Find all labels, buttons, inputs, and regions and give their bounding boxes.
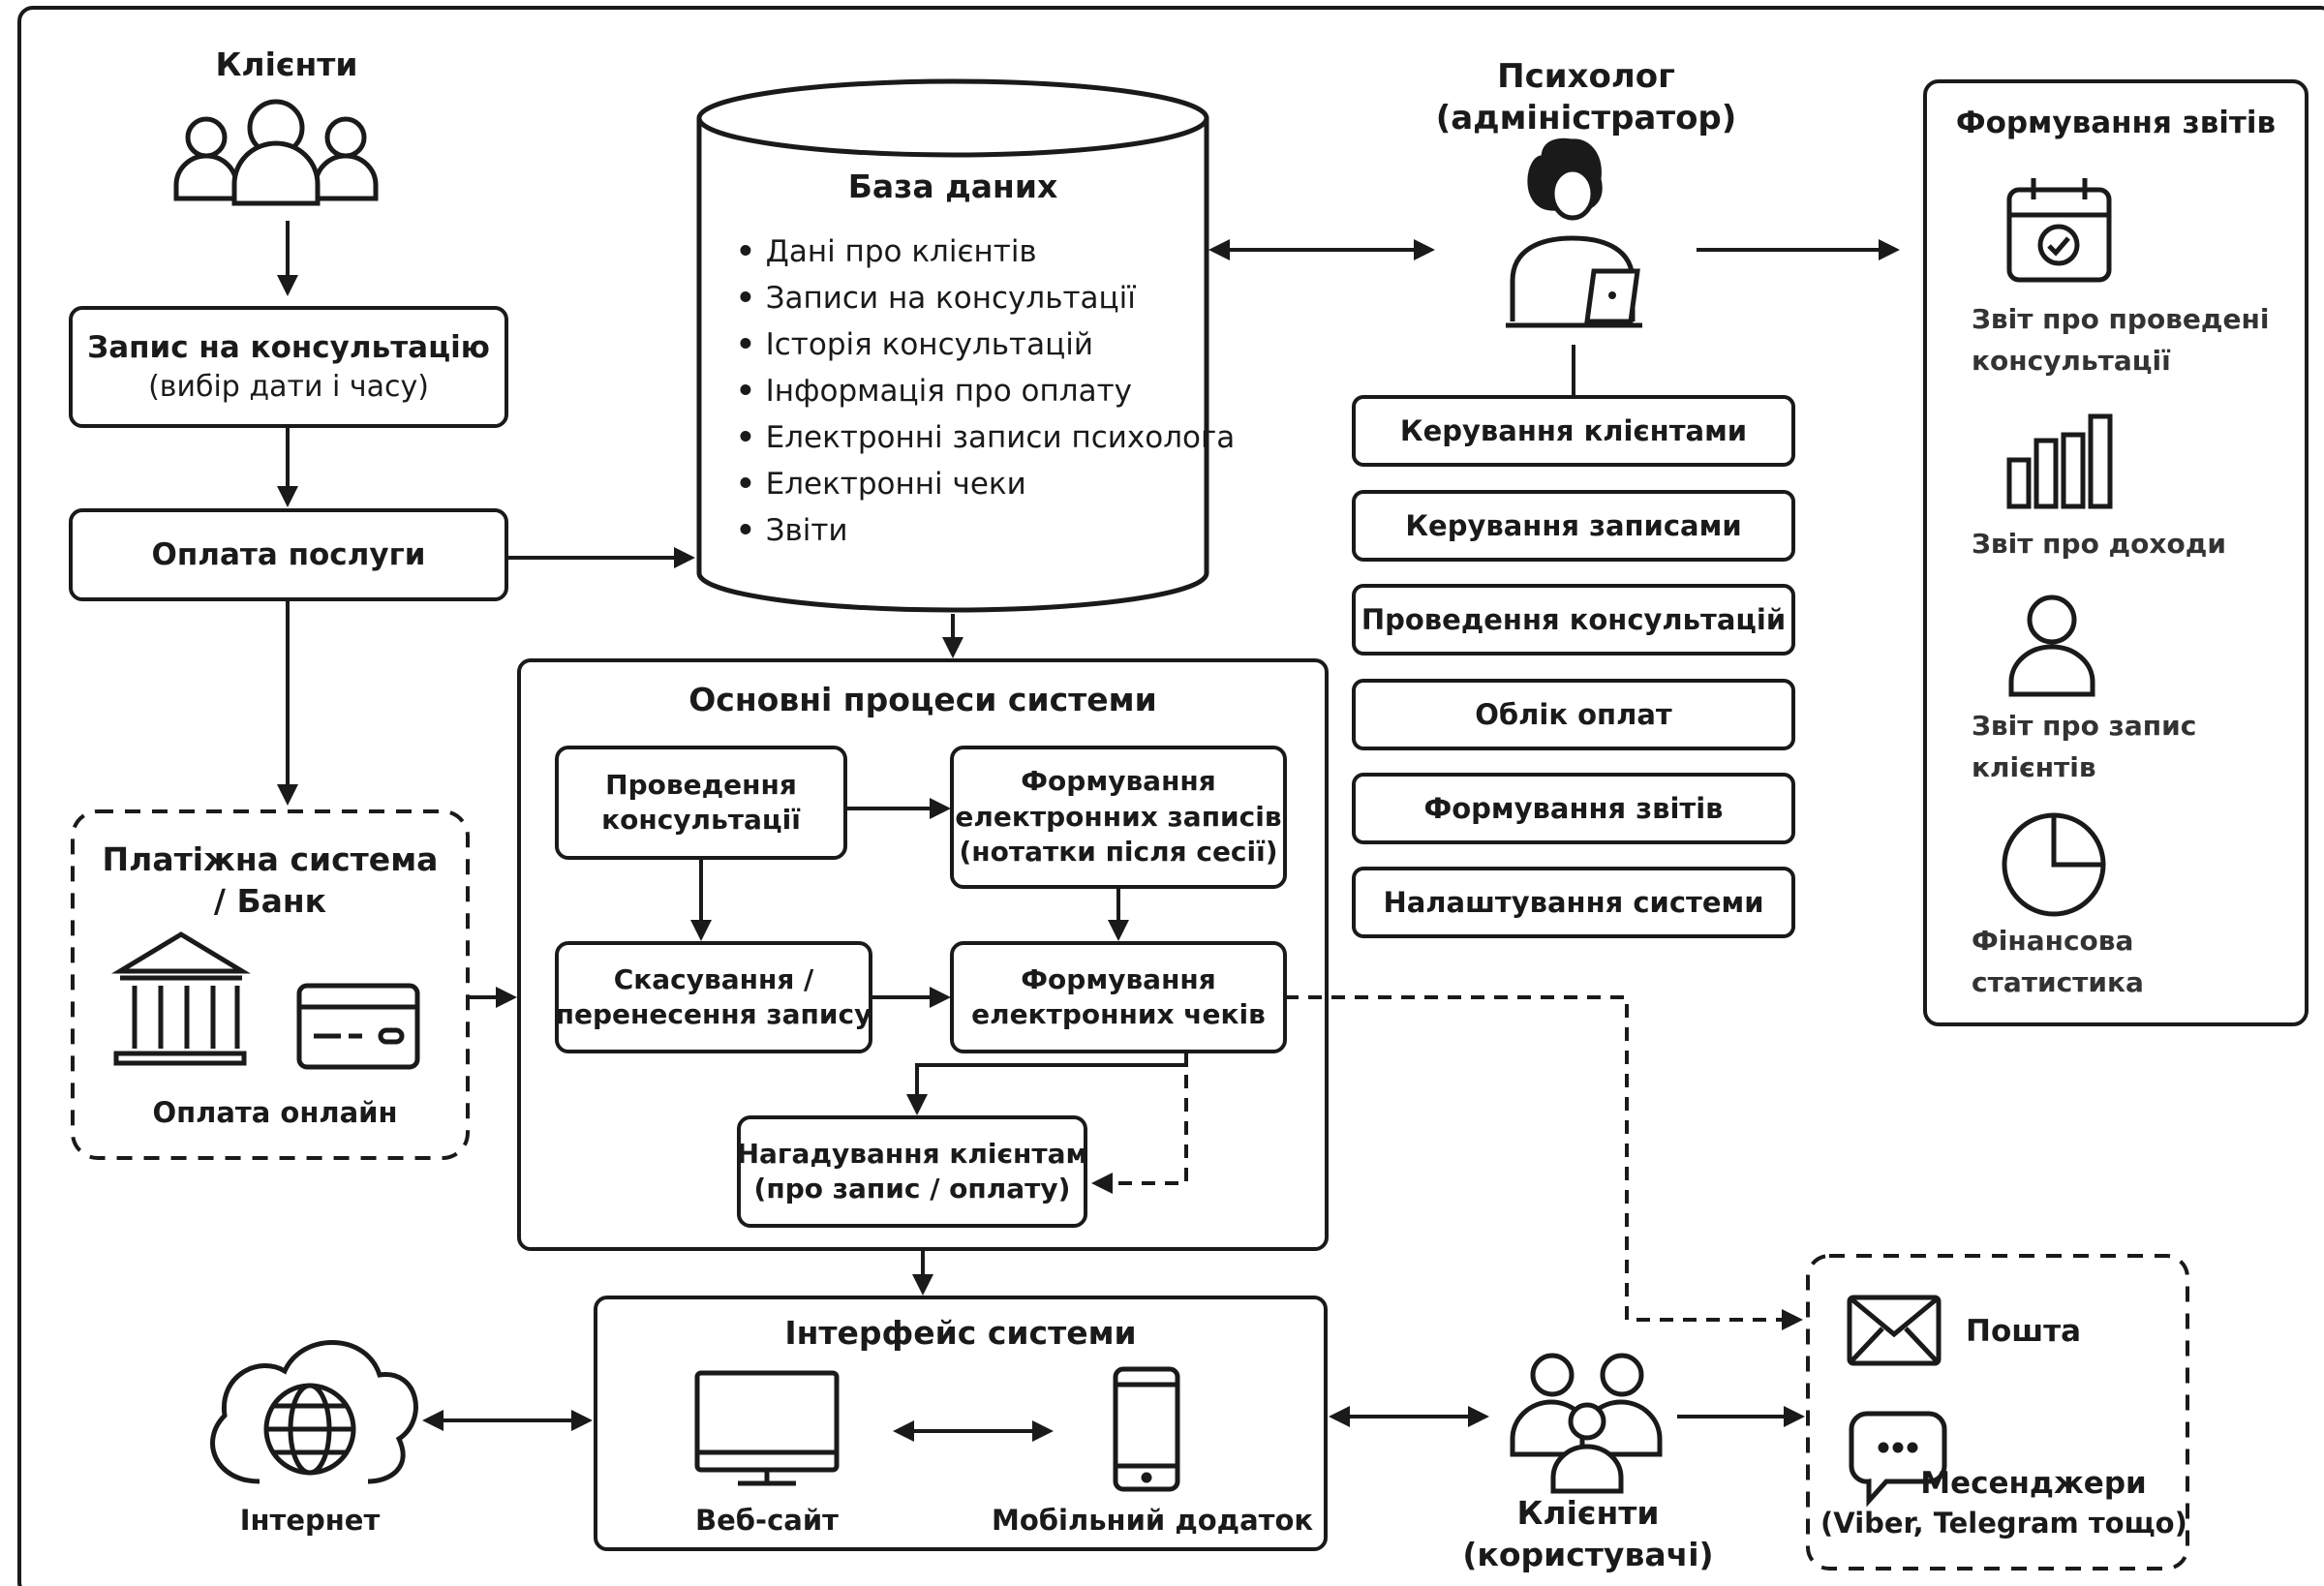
mail-label: Пошта xyxy=(1966,1314,2082,1349)
chat-bubble-icon xyxy=(1849,1411,1947,1508)
clients-group-icon xyxy=(173,99,379,206)
report-line: Звіт про доходи xyxy=(1972,528,2226,560)
admin-btn-reports[interactable]: Формування звітів xyxy=(1423,792,1724,825)
bank-building-icon xyxy=(111,931,251,1066)
messenger-line2: (Viber, Telegram тощо) xyxy=(1820,1506,2187,1540)
bank-title: Платіжна система / Банк xyxy=(73,833,468,930)
report-line: консультації xyxy=(1972,345,2171,377)
db-item: Інформація про оплату xyxy=(736,368,1235,414)
bank-line1: Платіжна система xyxy=(102,840,439,879)
booking-box-label: Запис на консультацію (вибір дати і часу… xyxy=(71,308,506,426)
records-line2: електронних записів xyxy=(955,800,1282,833)
admin-btn-consultations[interactable]: Проведення консультацій xyxy=(1361,603,1787,636)
psychologist-title: Психолог (адміністратор) xyxy=(1392,56,1780,138)
reminders-line1: Нагадування клієнтам xyxy=(736,1137,1088,1170)
records-box: Формування електронних записів (нотатки … xyxy=(952,747,1285,887)
users-group-icon xyxy=(1510,1353,1663,1494)
messenger-line1: Месенджери xyxy=(1920,1466,2147,1501)
bank-line2: / Банк xyxy=(213,882,327,920)
person-report-icon xyxy=(2008,595,2095,697)
bar-chart-icon xyxy=(2006,413,2113,509)
report-label-income: Звіт про доходи xyxy=(1972,523,2226,564)
dashed-receipts-to-reminders xyxy=(1091,1052,1188,1194)
admin-btn-records[interactable]: Керування записами xyxy=(1405,509,1742,542)
arrow-receipts-to-reminders xyxy=(906,1052,1188,1115)
admin-btn-payments[interactable]: Облік оплат xyxy=(1475,698,1672,731)
db-item: Електронні записи психолога xyxy=(736,414,1236,461)
admin-btn-clients[interactable]: Керування клієнтами xyxy=(1399,414,1748,447)
reports-title: Формування звітів xyxy=(1955,106,2277,140)
notify-frame xyxy=(1806,1254,2189,1571)
payment-label: Оплата послуги xyxy=(151,536,426,572)
psychologist-line2: (адміністратор) xyxy=(1435,98,1737,137)
db-item: Звіти xyxy=(736,507,1235,554)
interface-frame xyxy=(594,1296,1328,1551)
outer-frame xyxy=(17,6,2324,1586)
reminders-line2: (про запис / оплату) xyxy=(753,1173,1071,1205)
booking-line1: Запис на консультацію xyxy=(87,330,490,366)
pie-chart-icon xyxy=(2002,812,2106,917)
report-line: статистика xyxy=(1972,966,2144,998)
process-box-frames xyxy=(555,746,1287,1228)
messenger-label: Месенджери (Viber, Telegram тощо) xyxy=(1820,1464,2187,1542)
clients-title: Клієнти xyxy=(215,46,358,83)
report-line: клієнтів xyxy=(1972,751,2096,783)
booking-line2: (вибір дати і часу) xyxy=(148,369,429,404)
receipts-line2: електронних чеків xyxy=(971,998,1266,1030)
psychologist-line1: Психолог xyxy=(1497,57,1675,96)
conduct-line2: консультації xyxy=(601,804,801,836)
calendar-check-icon xyxy=(2006,178,2112,283)
report-line: Фінансова xyxy=(1972,925,2134,957)
records-line3: (нотатки після сесії) xyxy=(959,836,1278,869)
db-item: Історія консультацій xyxy=(736,321,1235,368)
report-label-client-booking: Звіт про запис клієнтів xyxy=(1972,705,2196,788)
internet-label: Інтернет xyxy=(239,1504,381,1537)
database-title: База даних xyxy=(847,168,1058,205)
reports-panel-frame xyxy=(1923,79,2309,1026)
website-label: Веб-сайт xyxy=(695,1504,839,1537)
cancel-line1: Скасування / xyxy=(613,962,814,995)
reminders-box: Нагадування клієнтам (про запис / оплату… xyxy=(736,1117,1088,1226)
users-label: Клієнти (користувачі) xyxy=(1452,1493,1724,1576)
bank-box xyxy=(71,809,470,1160)
psychologist-icon xyxy=(1506,137,1642,328)
report-line: Звіт про запис xyxy=(1972,710,2197,742)
conduct-box: Проведення консультації xyxy=(557,747,845,858)
credit-card-icon xyxy=(296,983,420,1070)
db-item: Електронні чеки xyxy=(736,461,1235,507)
db-item: Дані про клієнтів xyxy=(736,229,1235,275)
report-line: Звіт про проведені xyxy=(1972,303,2270,335)
bank-caption: Оплата онлайн xyxy=(152,1096,398,1129)
payment-box-label: Оплата послуги xyxy=(71,510,506,599)
mail-envelope-icon xyxy=(1847,1295,1942,1366)
records-line1: Формування xyxy=(1021,765,1216,798)
cancel-box: Скасування / перенесення запису xyxy=(555,943,872,1052)
conduct-line1: Проведення xyxy=(605,768,797,801)
receipts-line1: Формування xyxy=(1021,962,1216,995)
mobile-label: Мобільний додаток xyxy=(992,1504,1314,1537)
users-line2: (користувачі) xyxy=(1462,1535,1714,1573)
internet-cloud-icon xyxy=(210,1340,418,1484)
smartphone-icon xyxy=(1113,1366,1180,1492)
monitor-icon xyxy=(694,1370,840,1486)
report-label-consultations: Звіт про проведені консультації xyxy=(1972,298,2269,381)
receipts-box: Формування електронних чеків xyxy=(952,943,1285,1052)
database-items: Дані про клієнтів Записи на консультації… xyxy=(736,229,1236,554)
database-cylinder xyxy=(696,78,1209,613)
dashed-receipts-to-notify xyxy=(1285,995,1803,1330)
users-line1: Клієнти xyxy=(1516,1494,1660,1532)
processes-title: Основні процеси системи xyxy=(688,681,1157,718)
report-label-finance: Фінансова статистика xyxy=(1972,920,2144,1003)
interface-title: Інтерфейс системи xyxy=(784,1314,1137,1352)
connectors xyxy=(277,221,1900,1442)
db-item: Записи на консультації xyxy=(736,275,1235,321)
admin-menu-frames xyxy=(1352,395,1795,938)
admin-btn-settings[interactable]: Налаштування системи xyxy=(1383,886,1764,919)
cancel-line2: перенесення запису xyxy=(555,998,872,1030)
